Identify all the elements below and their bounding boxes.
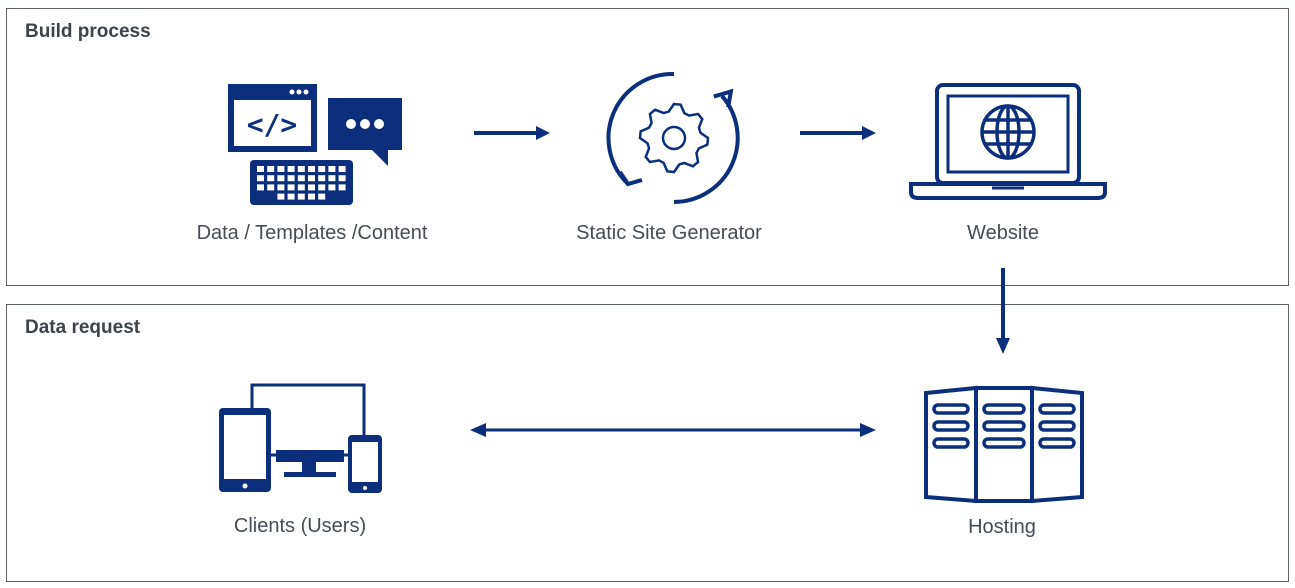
devices-icon	[219, 383, 382, 493]
svg-text:</>: </>	[247, 108, 298, 141]
arrow-website-to-hosting	[996, 268, 1010, 354]
node-label-website: Website	[967, 222, 1039, 244]
arrow-generator-to-website	[800, 126, 876, 140]
panel-title-data-request: Data request	[25, 317, 141, 338]
arrow-clients-hosting-bidirectional	[470, 423, 876, 437]
arrow-content-to-generator	[474, 126, 550, 140]
panel-title-build-process: Build process	[25, 21, 151, 42]
laptop-globe-icon	[909, 83, 1107, 200]
server-rack-icon	[924, 385, 1084, 504]
data-request-panel: Data request	[6, 304, 1289, 582]
node-label-static-site-generator: Static Site Generator	[576, 222, 762, 244]
node-label-clients: Clients (Users)	[233, 515, 367, 537]
gear-cycle-icon	[606, 71, 740, 204]
code-editor-chat-keyboard-icon: </>	[228, 84, 402, 205]
node-label-data-templates-content: Data / Templates /Content	[196, 222, 428, 244]
node-label-hosting: Hosting	[968, 516, 1036, 538]
